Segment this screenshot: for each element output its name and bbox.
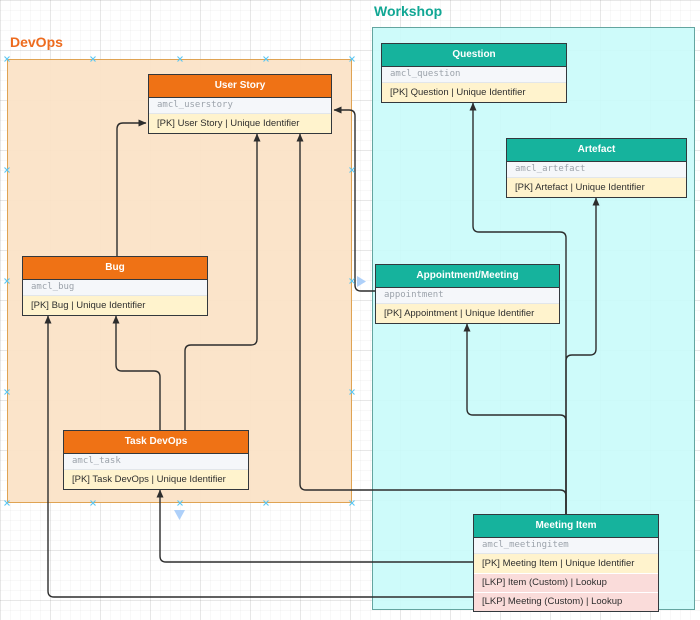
entity-title-bug: Bug (23, 257, 207, 280)
entity-meeting_item-attr-lkp-1: [LKP] Item (Custom) | Lookup (474, 573, 658, 592)
entity-artefact-attr-pk-0: [PK] Artefact | Unique Identifier (507, 178, 686, 197)
nav-arrow-down-icon[interactable] (174, 510, 185, 520)
entity-schema-bug: amcl_bug (23, 280, 207, 296)
entity-title-appointment: Appointment/Meeting (376, 265, 559, 288)
entity-schema-user_story: amcl_userstory (149, 98, 331, 114)
entity-user_story-attr-pk-0: [PK] User Story | Unique Identifier (149, 114, 331, 133)
group-label-devops: DevOps (10, 34, 63, 50)
entity-title-user_story: User Story (149, 75, 331, 98)
entity-title-question: Question (382, 44, 566, 67)
entity-appointment-attr-pk-0: [PK] Appointment | Unique Identifier (376, 304, 559, 323)
entity-title-meeting_item: Meeting Item (474, 515, 658, 538)
entity-bug-attr-pk-0: [PK] Bug | Unique Identifier (23, 296, 207, 315)
entity-title-artefact: Artefact (507, 139, 686, 162)
entity-task_devops-attr-pk-0: [PK] Task DevOps | Unique Identifier (64, 470, 248, 489)
entity-schema-task_devops: amcl_task (64, 454, 248, 470)
entity-question-attr-pk-0: [PK] Question | Unique Identifier (382, 83, 566, 102)
nav-arrow-right-icon[interactable] (357, 276, 366, 287)
entity-schema-appointment: appointment (376, 288, 559, 304)
entity-meeting_item-attr-lkp-2: [LKP] Meeting (Custom) | Lookup (474, 592, 658, 611)
entity-schema-meeting_item: amcl_meetingitem (474, 538, 658, 554)
entity-meeting_item-attr-pk-0: [PK] Meeting Item | Unique Identifier (474, 554, 658, 573)
group-label-workshop: Workshop (374, 3, 443, 19)
entity-title-task_devops: Task DevOps (64, 431, 248, 454)
entity-schema-question: amcl_question (382, 67, 566, 83)
entity-schema-artefact: amcl_artefact (507, 162, 686, 178)
